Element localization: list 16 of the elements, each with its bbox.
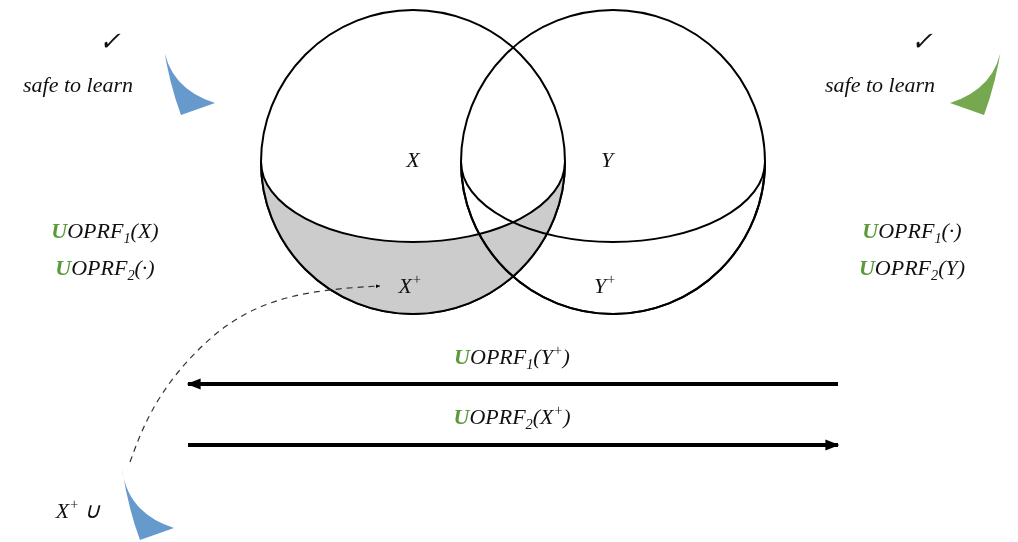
set-label: Y [600,147,614,173]
note-text: safe to learn [23,72,133,98]
checkmark-icon: ✓ [911,27,933,57]
formula-label: UOPRF$_{2}$(·) [55,255,155,285]
set-label: X$^{+}$ [398,272,422,298]
set-label: Y$^{+}$ [594,272,616,298]
note-text: safe to learn [825,72,935,98]
checkmark-icon: ✓ [99,27,121,57]
set-label: X$^{+}$ ∪ [55,497,101,523]
set-label: X [406,147,420,173]
dashed-arrow [129,284,381,463]
formula-label: UOPRF$_{2}$(Y) [858,255,966,285]
formula-label: UOPRF$_{1}$(X) [51,218,159,248]
formula-label: UOPRF$_{1}$(·) [862,218,962,248]
formula-label: UOPRF$_{2}$(X$^{+}$) [453,403,571,433]
formula-label: UOPRF$_{1}$(Y$^{+}$) [454,343,570,373]
